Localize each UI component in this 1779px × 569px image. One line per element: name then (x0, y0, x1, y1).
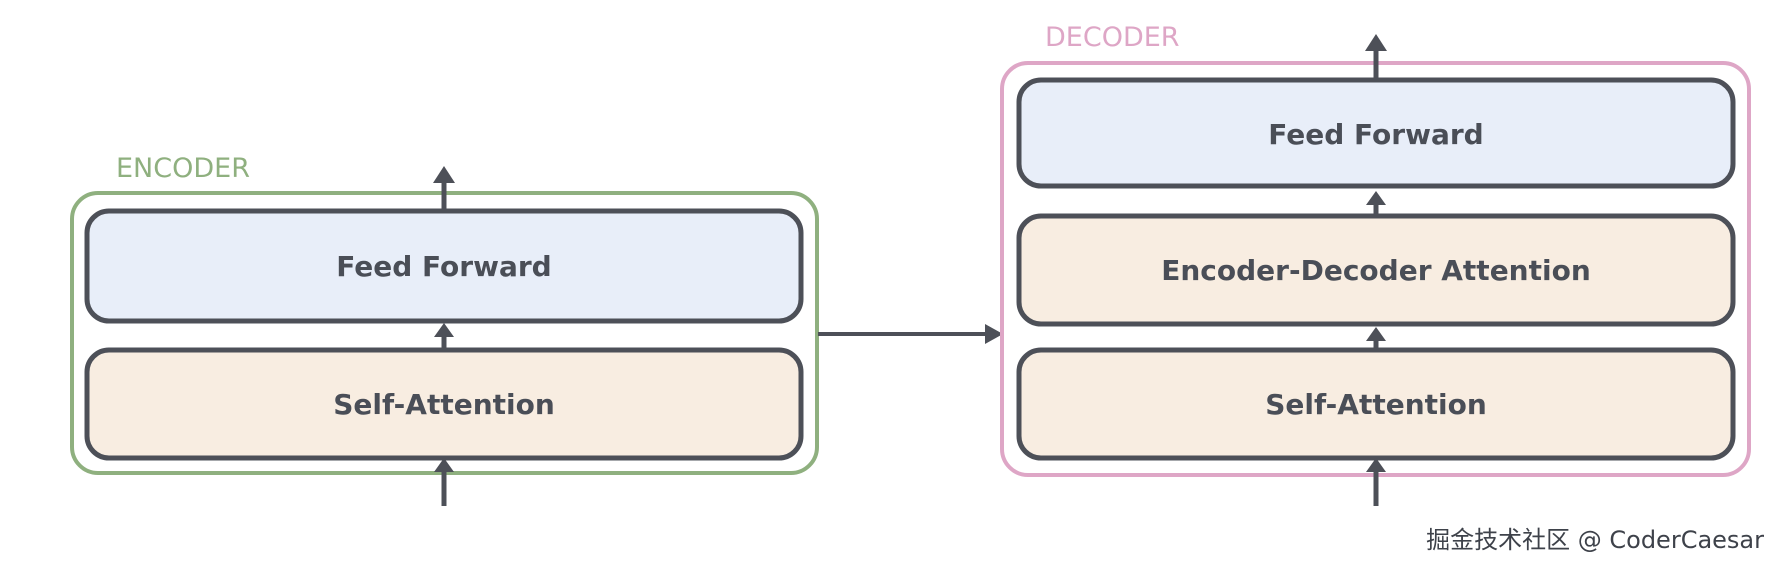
watermark-text: 掘金技术社区 @ CoderCaesar (1426, 526, 1764, 554)
encoder-self-attention-label: Self-Attention (333, 388, 555, 421)
decoder-label: DECODER (1045, 22, 1180, 53)
decoder-input-arrow (1366, 458, 1386, 506)
encoder-input-arrow (434, 458, 454, 506)
encoder-group: ENCODER Feed Forward Self-Attention (70, 153, 819, 506)
decoder-internal-arrow-lower (1366, 327, 1386, 350)
decoder-self-attention-label: Self-Attention (1265, 388, 1487, 421)
decoder-feed-forward-label: Feed Forward (1268, 118, 1483, 151)
decoder-output-arrow (1365, 34, 1387, 80)
decoder-enc-dec-attention-label: Encoder-Decoder Attention (1161, 254, 1591, 287)
encoder-label: ENCODER (116, 153, 250, 184)
encoder-feed-forward-label: Feed Forward (336, 250, 551, 283)
decoder-internal-arrow-upper (1366, 191, 1386, 216)
encoder-output-arrow (433, 166, 455, 211)
encoder-internal-arrow (434, 323, 454, 350)
decoder-group: DECODER Feed Forward Encoder-Decoder Att… (1000, 22, 1751, 506)
encoder-to-decoder-arrow (818, 324, 1003, 344)
